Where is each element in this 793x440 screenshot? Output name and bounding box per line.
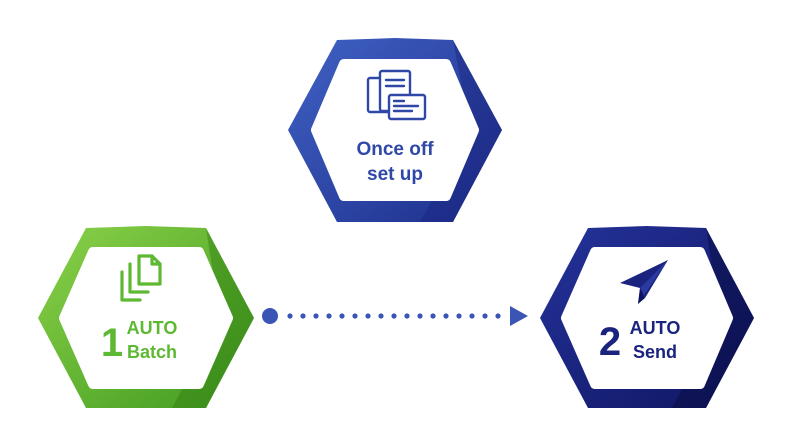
connector-dot [495, 313, 501, 319]
connector-dot [313, 313, 319, 319]
send-label-line1: AUTO [630, 318, 681, 338]
connector-dot [300, 313, 306, 319]
connector-dots [287, 313, 501, 319]
batch-step-number: 1 [101, 321, 123, 365]
send-step-number: 2 [599, 320, 621, 364]
connector-start-dot [262, 308, 278, 324]
copy-stack-icon [120, 254, 162, 302]
connector-dot [352, 313, 358, 319]
setup-label-line2: set up [367, 164, 423, 185]
send-label-line2: Send [633, 342, 677, 362]
setup-hexagon: Once off set up [288, 38, 502, 222]
batch-label-line1: AUTO [127, 318, 178, 338]
connector-dot [378, 313, 384, 319]
send-hexagon: 2 AUTO Send [540, 226, 754, 408]
connector-dot [326, 313, 332, 319]
connector-dot [404, 313, 410, 319]
connector-dot [443, 313, 449, 319]
documents-forms-icon [366, 69, 427, 121]
connector-dot [287, 313, 293, 319]
connector-dot [365, 313, 371, 319]
connector-dot [391, 313, 397, 319]
connector-arrowhead [510, 306, 528, 326]
batch-label-line2: Batch [127, 342, 177, 362]
setup-label-line1: Once off [356, 139, 434, 160]
connector-dot [430, 313, 436, 319]
paper-plane-icon [620, 260, 668, 304]
connector-dot [456, 313, 462, 319]
connector-dot [339, 313, 345, 319]
connector-dot [469, 313, 475, 319]
batch-hexagon: 1 AUTO Batch [38, 226, 254, 408]
connector-dot [417, 313, 423, 319]
connector-dot [482, 313, 488, 319]
dotted-arrow-connector [262, 306, 528, 326]
